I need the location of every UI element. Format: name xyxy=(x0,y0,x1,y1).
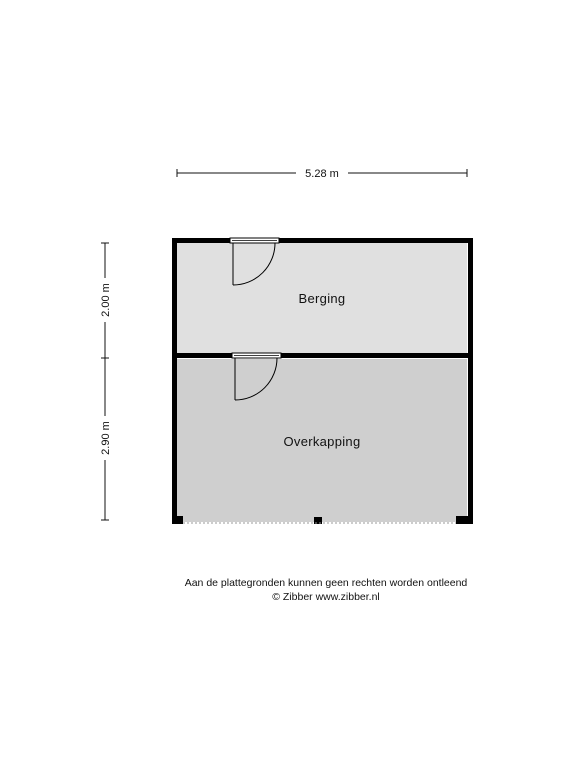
walls xyxy=(172,238,473,524)
height-top-label: 2.00 m xyxy=(100,283,112,317)
canopy-label: Overkapping xyxy=(283,434,360,449)
door-top xyxy=(229,237,280,286)
width-dimension: 5.28 m xyxy=(176,168,468,180)
height-bottom-label: 2.90 m xyxy=(100,421,112,455)
storage-room-label: Berging xyxy=(299,291,346,306)
canopy-area xyxy=(177,359,467,522)
copyright-text: © Zibber www.zibber.nl xyxy=(272,591,380,603)
storage-room xyxy=(177,243,467,355)
width-dimension-label: 5.28 m xyxy=(305,168,339,180)
door-middle xyxy=(231,352,282,401)
height-dimension: 2.00 m 2.90 m xyxy=(100,242,112,521)
disclaimer-text: Aan de plattegronden kunnen geen rechten… xyxy=(184,577,468,589)
